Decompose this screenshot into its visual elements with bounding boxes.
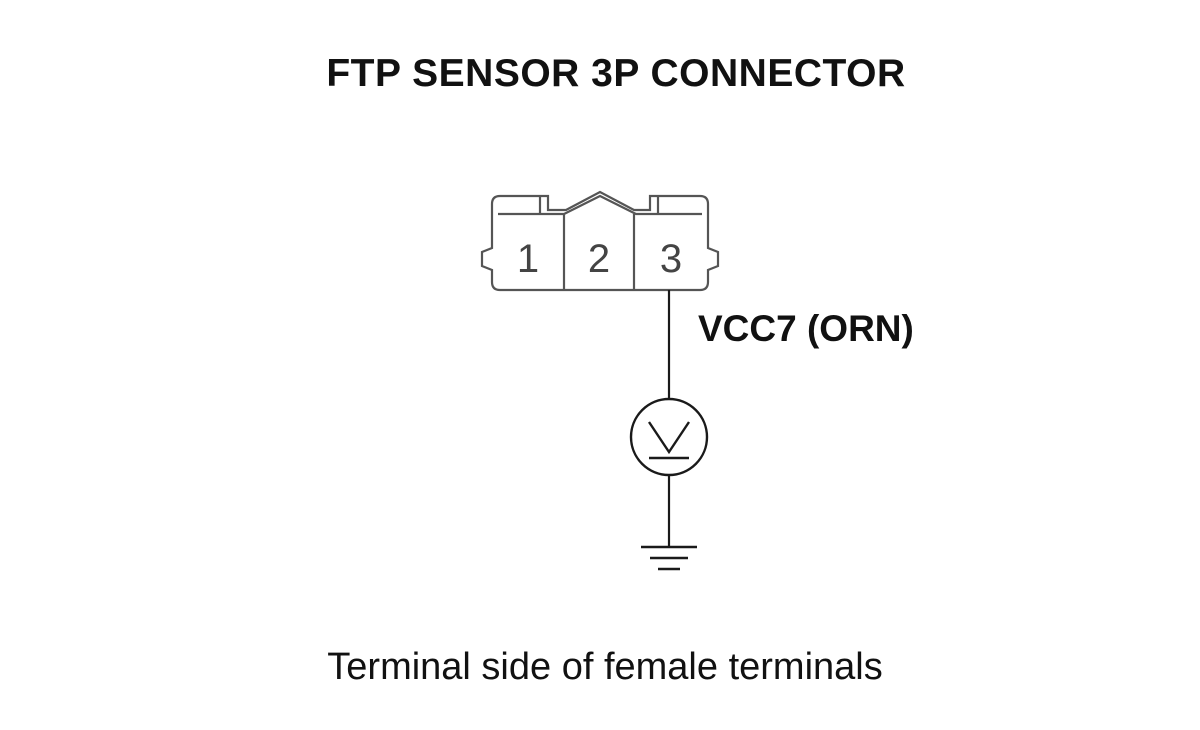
diagram-title: FTP SENSOR 3P CONNECTOR [326,52,906,95]
wire-label: VCC7 (ORN) [698,308,914,349]
diagram-caption: Terminal side of female terminals [327,646,883,688]
connector-inner-line [498,194,702,216]
ground-icon [641,545,697,571]
pin-2-label: 2 [588,237,610,281]
voltmeter-icon [629,397,709,477]
connector-housing [480,190,720,292]
pin-1-label: 1 [517,237,539,281]
pin-3-label: 3 [660,237,682,281]
connector-3p [480,190,720,292]
